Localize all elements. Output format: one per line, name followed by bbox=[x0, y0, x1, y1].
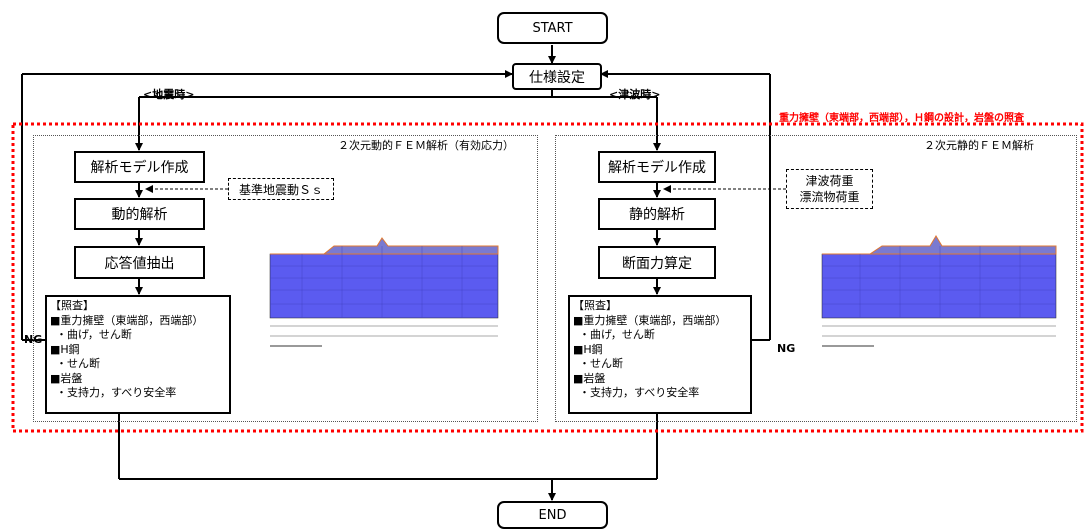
right-model-node: 解析モデル作成 bbox=[598, 151, 716, 183]
tsunami-label: <津波時> bbox=[609, 88, 661, 101]
check-item-hsteel: ■H鋼 bbox=[573, 342, 603, 356]
left-ng-label: NG bbox=[24, 333, 43, 346]
end-node: END bbox=[497, 501, 608, 529]
check-head: 【照査】 bbox=[50, 299, 94, 312]
right-panel bbox=[555, 135, 1077, 422]
check-sub-rock: ・支持力，すべり安全率 bbox=[579, 386, 700, 399]
check-item-wall: ■重力擁壁（東端部，西端部） bbox=[50, 313, 204, 327]
left-panel-title: ２次元動的ＦＥＭ解析（有効応力） bbox=[338, 139, 514, 152]
left-check-box: 【照査】 ■重力擁壁（東端部，西端部） ・曲げ，せん断 ■H鋼 ・せん断 ■岩盤… bbox=[45, 295, 231, 414]
spec-node: 仕様設定 bbox=[512, 63, 602, 90]
right-analysis-node: 静的解析 bbox=[598, 198, 716, 230]
right-section-node: 断面力算定 bbox=[598, 246, 716, 279]
left-model-node: 解析モデル作成 bbox=[74, 151, 205, 183]
red-region-caption: 重力擁壁（東端部，西端部），Ｈ鋼の設計，岩盤の照査 bbox=[779, 113, 1024, 124]
check-item-rock: ■岩盤 bbox=[573, 371, 606, 385]
seismic-input-box: 基準地震動Ｓｓ bbox=[228, 178, 334, 200]
check-sub-hsteel: ・せん断 bbox=[579, 357, 623, 370]
check-sub-wall: ・曲げ，せん断 bbox=[579, 328, 655, 341]
left-extract-node: 応答値抽出 bbox=[74, 246, 205, 279]
check-sub-rock: ・支持力，すべり安全率 bbox=[56, 386, 177, 399]
check-item-rock: ■岩盤 bbox=[50, 371, 83, 385]
check-item-hsteel: ■H鋼 bbox=[50, 342, 80, 356]
drift-load: 漂流物荷重 bbox=[799, 190, 860, 204]
left-panel bbox=[33, 135, 538, 422]
check-sub-hsteel: ・せん断 bbox=[56, 357, 100, 370]
check-head: 【照査】 bbox=[573, 299, 617, 312]
check-sub-wall: ・曲げ，せん断 bbox=[56, 328, 132, 341]
seismic-label: <地震時> bbox=[143, 88, 195, 101]
start-node: START bbox=[497, 12, 608, 44]
right-check-box: 【照査】 ■重力擁壁（東端部，西端部） ・曲げ，せん断 ■H鋼 ・せん断 ■岩盤… bbox=[568, 295, 752, 414]
right-fem-model-figure bbox=[821, 235, 1057, 347]
left-analysis-node: 動的解析 bbox=[74, 198, 205, 230]
check-item-wall: ■重力擁壁（東端部，西端部） bbox=[573, 313, 727, 327]
right-panel-title: ２次元静的ＦＥＭ解析 bbox=[924, 139, 1034, 152]
right-ng-label: NG bbox=[777, 342, 796, 355]
tsunami-load: 津波荷重 bbox=[805, 174, 854, 188]
tsunami-input-box: 津波荷重 漂流物荷重 bbox=[786, 169, 873, 209]
left-fem-model-figure bbox=[269, 237, 499, 347]
